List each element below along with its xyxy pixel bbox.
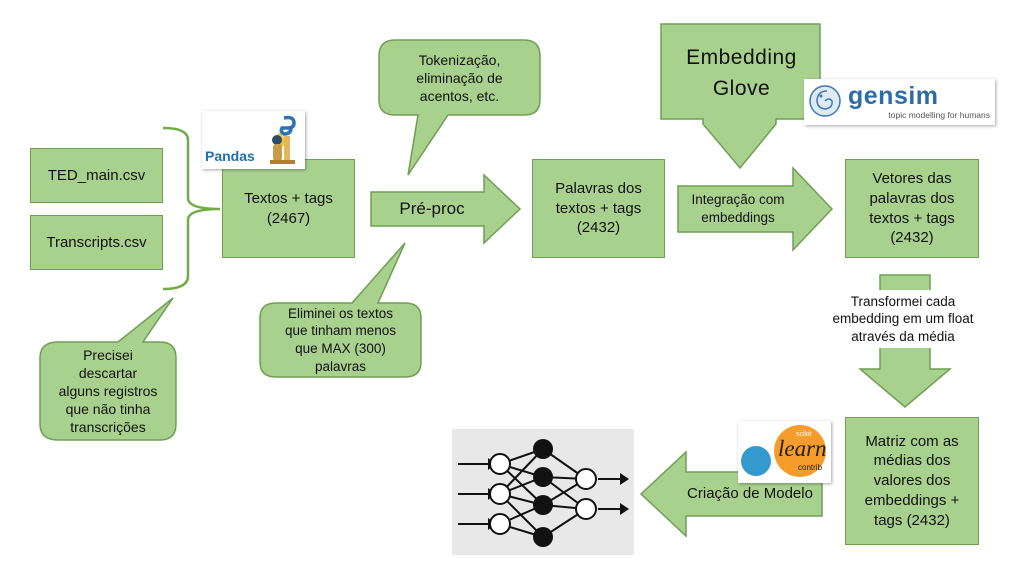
box-palavras-line: Palavras dos: [555, 179, 642, 197]
sklearn-logo: scikit learn contrib: [738, 421, 831, 483]
neural-network-image: [452, 429, 634, 555]
gensim-logo-name: gensim: [848, 82, 939, 110]
note-descartar-line: alguns registros: [58, 382, 158, 399]
note-descartar-line: Precisei: [83, 346, 133, 363]
snake-bear-icon: [270, 115, 296, 164]
callout-tokenizacao: [378, 39, 541, 176]
neural-network-icon: [458, 439, 629, 547]
box-matriz-line: valores dos: [873, 472, 951, 490]
arrow-integracao-line: Integração com: [691, 192, 785, 208]
note-tokenizacao-line: acentos, etc.: [419, 88, 500, 105]
input-transcripts-label: Transcripts.csv: [46, 233, 147, 251]
box-vetores-line: (2432): [890, 229, 934, 247]
arrow-integracao-line: embeddings: [701, 210, 775, 225]
note-tokenizacao-line: eliminação de: [416, 69, 503, 86]
arrow-preproc: [370, 173, 522, 245]
box-textos-line: Textos + tags: [244, 189, 333, 207]
gensim-logo: gensim topic modelling for humans: [804, 79, 995, 125]
gensim-logo-tagline: topic modelling for humans: [888, 110, 990, 120]
note-descartar-line: descartar: [78, 364, 138, 381]
box-matriz-line: tags (2432): [874, 511, 950, 529]
sklearn-logo-top: scikit: [796, 431, 812, 438]
callout-eliminei: [259, 242, 422, 378]
embedding-glove-line: Embedding: [686, 45, 797, 69]
note-descartar-line: que não tinha: [65, 401, 151, 418]
box-palavras-line: (2432): [576, 219, 621, 237]
input-ted-main-label: TED_main.csv: [47, 166, 146, 184]
note-transformei: Transformei cada embedding em um float a…: [818, 290, 988, 348]
box-matriz-line: Matriz com as: [865, 432, 959, 450]
box-textos-tags: Textos + tags (2467): [222, 159, 355, 258]
arrow-integracao: [677, 166, 834, 252]
arrow-integracao-label: Integração com embeddings: [680, 186, 796, 232]
sklearn-circles-icon: [741, 425, 826, 477]
input-transcripts: Transcripts.csv: [30, 215, 163, 270]
note-descartar: Precisei descartar alguns registros que …: [40, 344, 176, 438]
note-transformei-line: embedding em um float: [832, 311, 974, 327]
box-vetores: Vetores das palavras dos textos + tags (…: [845, 159, 979, 258]
embedding-glove-line: Glove: [712, 77, 771, 100]
box-palavras-line: textos + tags: [555, 199, 642, 217]
note-transformei-line: através da média: [851, 328, 955, 344]
note-tokenizacao: Tokenização, eliminação de acentos, etc.: [379, 42, 540, 114]
note-tokenizacao-line: Tokenização,: [418, 51, 501, 68]
box-matriz-line: embeddings +: [864, 491, 960, 509]
note-eliminei-line: Eliminei os textos: [287, 305, 394, 321]
note-eliminei-line: palavras: [314, 358, 366, 374]
arrow-embedding-glove: [660, 23, 821, 170]
box-textos-line: (2467): [266, 209, 311, 227]
note-transformei-line: Transformei cada: [850, 293, 956, 309]
note-eliminei-line: que MAX (300): [295, 341, 386, 356]
note-eliminei-line: que tinham menos: [284, 323, 397, 339]
pandas-logo: Pandas: [202, 111, 305, 169]
pandas-logo-text: Pandas: [205, 148, 255, 164]
gensim-spiral-icon: [809, 85, 841, 117]
box-palavras: Palavras dos textos + tags (2432): [532, 159, 665, 258]
box-vetores-line: Vetores das: [872, 169, 952, 187]
box-matriz-line: médias dos: [873, 452, 951, 470]
sklearn-logo-main: learn: [778, 436, 827, 461]
box-vetores-line: palavras dos: [869, 189, 955, 207]
note-eliminei: Eliminei os textos que tinham menos que …: [260, 304, 421, 376]
arrow-embedding-glove-label: Embedding Glove: [663, 40, 820, 106]
input-brace: [162, 126, 221, 291]
box-vetores-line: textos + tags: [869, 209, 955, 227]
input-ted-main: TED_main.csv: [30, 148, 163, 203]
sklearn-logo-sub: contrib: [798, 463, 823, 472]
arrow-preproc-label: Pré-proc: [399, 198, 465, 218]
note-descartar-line: transcrições: [70, 419, 146, 436]
callout-descartar: [39, 297, 177, 441]
arrow-criacao-label: Criação de Modelo: [687, 485, 813, 503]
box-matriz: Matriz com as médias dos valores dos emb…: [845, 417, 979, 545]
